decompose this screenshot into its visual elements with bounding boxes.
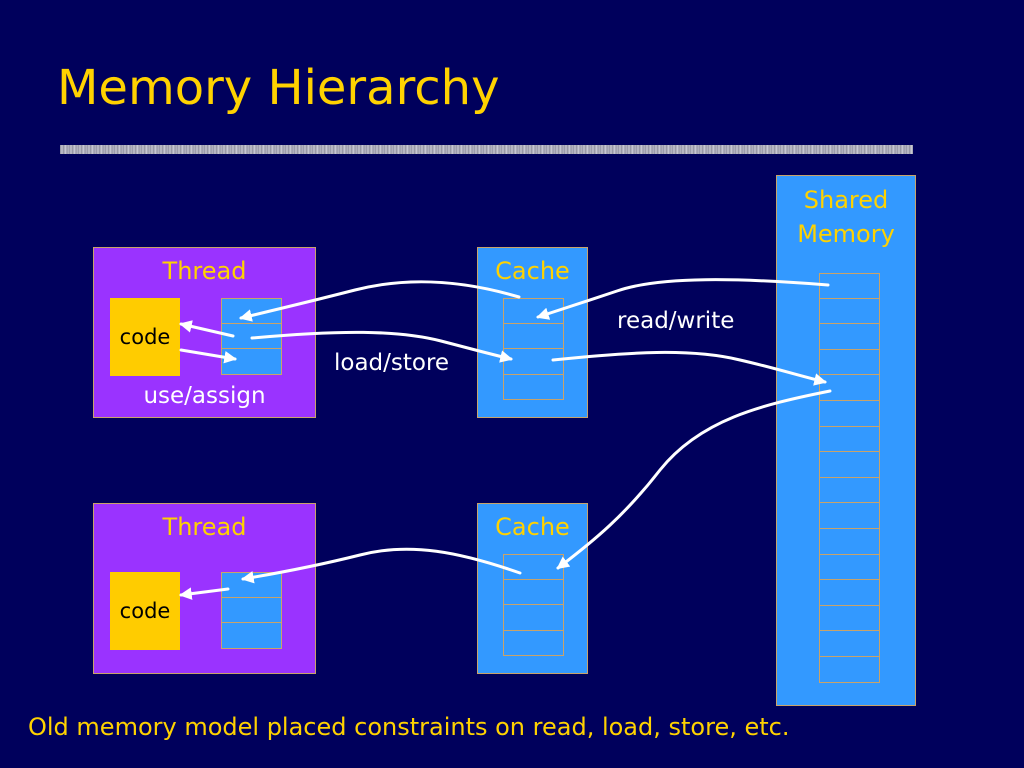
read-write-label: read/write	[617, 308, 735, 334]
thread-1-box: Thread code use/assign	[93, 247, 316, 418]
slide-footer: Old memory model placed constraints on r…	[28, 713, 790, 741]
thread-1-label: Thread	[162, 257, 247, 285]
cache-2-line-stack	[503, 554, 564, 657]
shared-memory-cell	[819, 348, 880, 376]
cache-2-box: Cache	[477, 503, 588, 674]
cache-1-label: Cache	[495, 257, 570, 285]
cache-1-box: Cache	[477, 247, 588, 418]
thread-2-register-stack	[221, 572, 282, 649]
shared-memory-cell	[819, 553, 880, 581]
arrow-thread2-to-code	[179, 587, 230, 600]
shared-memory-cell	[819, 579, 880, 606]
shared-memory-cell	[819, 604, 880, 632]
cache-2-line-cell	[503, 629, 564, 657]
cache-1-line-stack	[503, 298, 564, 401]
thread-2-box: Thread code	[93, 503, 316, 674]
shared-memory-label-line1: Shared	[803, 186, 889, 214]
arrow-code-to-thread1	[179, 348, 237, 364]
shared-memory-cell	[819, 655, 880, 683]
thread-2-register-cell	[221, 596, 282, 624]
arrow-thread1-to-code	[179, 320, 235, 338]
arrow-cache1-to-memory	[551, 350, 827, 386]
arrow-cache2-to-thread2	[241, 547, 522, 584]
thread-2-code-box: code	[110, 572, 180, 650]
title-divider	[60, 145, 913, 154]
shared-memory-cell	[819, 399, 880, 427]
load-store-label: load/store	[334, 350, 450, 376]
use-assign-label: use/assign	[143, 383, 266, 409]
arrow-cache1-to-thread1	[239, 280, 521, 322]
arrow-thread1-to-cache1	[250, 330, 513, 363]
thread-2-register-cell	[221, 622, 282, 649]
shared-memory-cell	[819, 323, 880, 350]
thread-1-code-box: code	[110, 298, 180, 376]
arrow-memory-to-cache2	[556, 389, 832, 570]
shared-memory-cell	[819, 476, 880, 504]
arrow-memory-to-cache1	[536, 278, 830, 320]
shared-memory-label-line2: Memory	[797, 220, 895, 248]
shared-memory-cell	[819, 374, 880, 401]
cache-2-line-cell	[503, 604, 564, 631]
cache-2-label: Cache	[495, 513, 570, 541]
cache-1-line-cell	[503, 373, 564, 401]
slide-title: Memory Hierarchy	[57, 60, 500, 116]
thread-2-label: Thread	[162, 513, 247, 541]
